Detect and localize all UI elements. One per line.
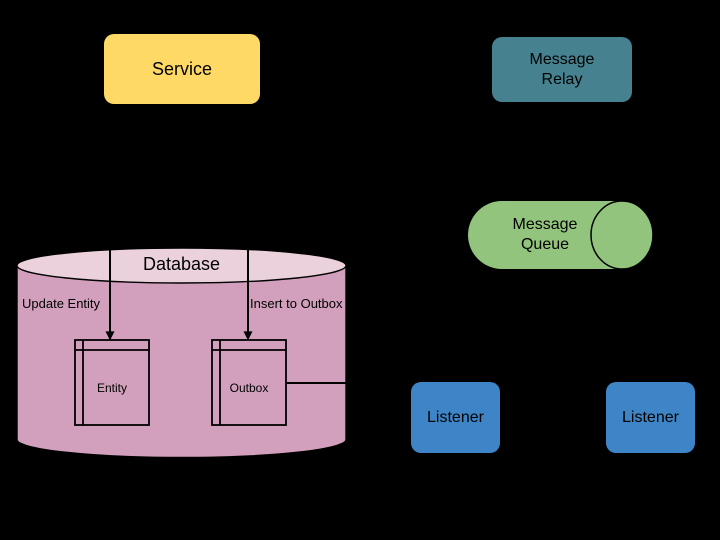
queue-to-listener-left-arrow (456, 268, 529, 379)
message-relay-box (492, 37, 632, 102)
service-box (104, 34, 260, 104)
queue-to-listener-right-arrow (595, 268, 650, 379)
message-queue-endcap (590, 200, 654, 270)
outbox-to-relay-arrow (286, 65, 491, 384)
database-cylinder-body (16, 265, 347, 459)
listener-left-box (411, 382, 500, 453)
message-queue-body (468, 201, 622, 269)
listener-right-box (606, 382, 695, 453)
database-cylinder-top (16, 247, 347, 284)
